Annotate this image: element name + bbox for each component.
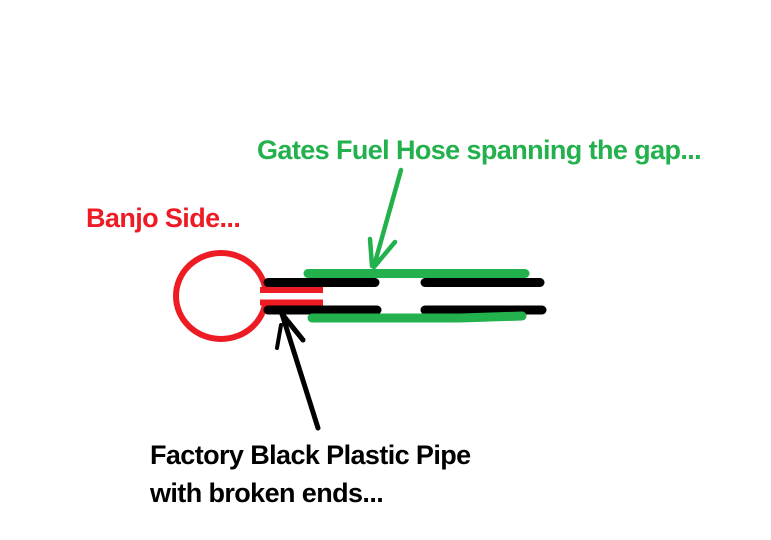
- pipe-caption-line1: Factory Black Plastic Pipe: [150, 440, 471, 470]
- green-hose-bottom: [307, 311, 527, 323]
- pipe-caption: Factory Black Plastic Pipe with broken e…: [150, 436, 471, 512]
- green-arrow: [367, 167, 404, 270]
- hose-caption: Gates Fuel Hose spanning the gap...: [257, 135, 702, 165]
- pipe-caption-line2: with broken ends...: [150, 478, 384, 508]
- black-arrow: [275, 311, 321, 431]
- banjo-bore-opening: [259, 291, 271, 301]
- banjo-circle-shape: [173, 250, 269, 342]
- banjo-caption: Banjo Side...: [86, 203, 241, 233]
